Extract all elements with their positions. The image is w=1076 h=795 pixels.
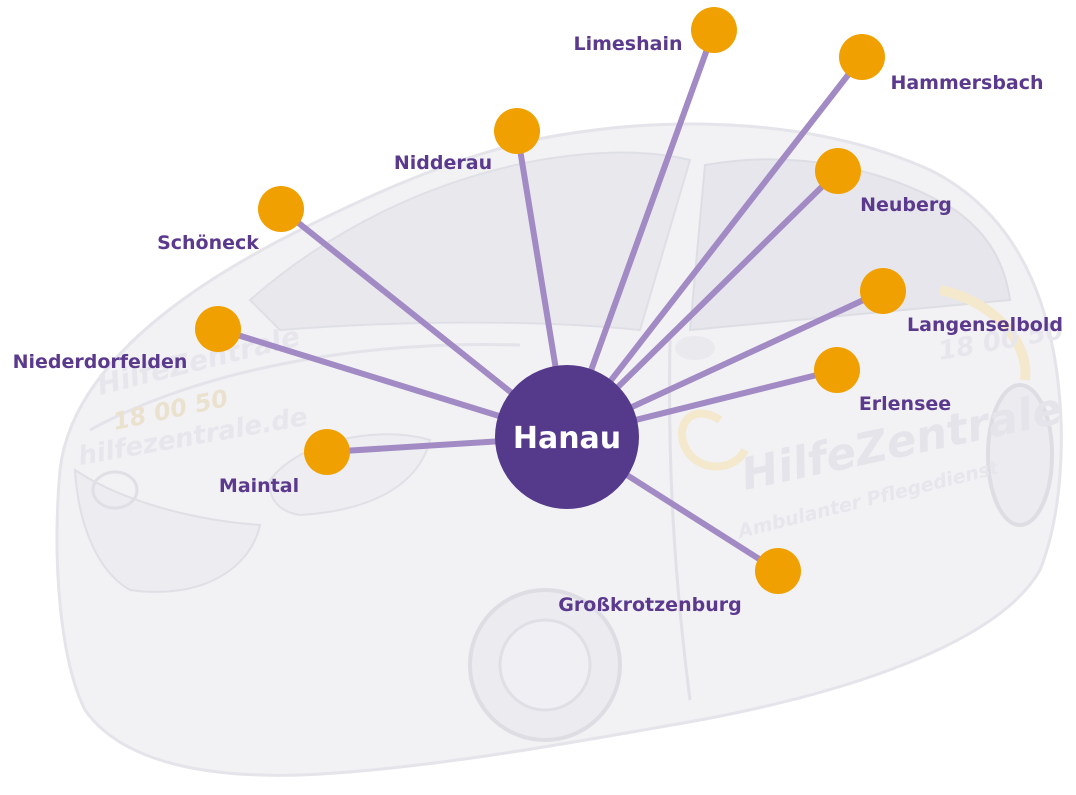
label-limeshain: Limeshain <box>574 33 683 55</box>
hub-label: Hanau <box>513 421 621 456</box>
node-neuberg <box>815 148 861 194</box>
label-niederdorfelden: Niederdorfelden <box>13 351 188 373</box>
label-nidderau: Nidderau <box>394 152 492 174</box>
node-limeshain <box>691 7 737 53</box>
node-niederdorfelden <box>195 306 241 352</box>
spoke-hammersbach <box>564 54 865 440</box>
label-erlensee: Erlensee <box>859 393 951 415</box>
node-langenselbold <box>860 268 906 314</box>
label-hammersbach: Hammersbach <box>890 72 1043 94</box>
node-schoeneck <box>258 186 304 232</box>
node-erlensee <box>814 347 860 393</box>
label-schoeneck: Schöneck <box>157 232 259 254</box>
location-labels: Limeshain Hammersbach Nidderau Neuberg S… <box>13 33 1063 616</box>
label-grosskrotzenburg: Großkrotzenburg <box>558 594 741 616</box>
label-neuberg: Neuberg <box>860 194 952 216</box>
node-maintal <box>304 429 350 475</box>
node-nidderau <box>494 108 540 154</box>
location-nodes <box>195 7 906 594</box>
node-grosskrotzenburg <box>755 548 801 594</box>
label-maintal: Maintal <box>219 475 299 497</box>
hub: Hanau <box>495 365 639 509</box>
node-hammersbach <box>839 34 885 80</box>
hub-circle <box>495 365 639 509</box>
label-langenselbold: Langenselbold <box>907 314 1063 336</box>
spoke-limeshain <box>564 27 717 440</box>
